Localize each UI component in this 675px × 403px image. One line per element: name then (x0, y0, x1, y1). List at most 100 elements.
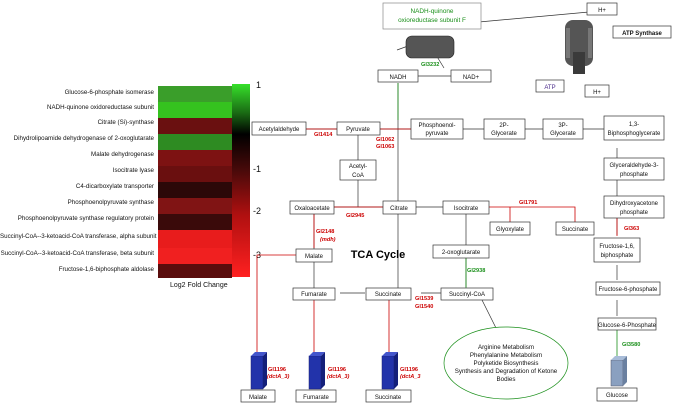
tca-cycle-title: TCA Cycle (351, 249, 406, 261)
gene-label: GI363 (624, 226, 639, 232)
node-fructose-1-6-biphosphate: Fructose-1,6, (599, 244, 635, 250)
metabolism-line: Arginine Metabolism (478, 344, 534, 351)
gene-label: (mdh) (320, 237, 336, 243)
heatmap-row-label: Dihydrolipoamide dehydrogenase of 2-oxog… (13, 135, 154, 142)
gene-label: GI1414 (314, 132, 333, 138)
node-biphosphoglycerate: 1,3- (629, 122, 639, 128)
node-2-oxoglutarate: 2-oxoglutarate (442, 250, 481, 256)
gene-label: GI3580 (622, 342, 640, 348)
node-isocitrate: Isocitrate (454, 206, 479, 212)
metabolism-ellipse (443, 326, 569, 400)
heatmap-row-label: Malate dehydrogenase (91, 151, 154, 158)
node-succinate-bottom: Succinate (375, 395, 402, 401)
heatmap-cell (158, 198, 232, 214)
gene-label: (dctA_3 (400, 374, 421, 380)
node-pyruvate: Pyruvate (346, 127, 370, 133)
heatmap-cell (158, 118, 232, 134)
scale-tick-label: -1 (253, 164, 262, 174)
gene-label: GI3232 (421, 62, 439, 68)
node-glucose: Glucose (606, 393, 629, 399)
heatmap-row-label: Fructose-1,6-biphosphate aldolase (58, 266, 154, 273)
node-dihydroxyacetone-phosphate: phosphate (620, 210, 649, 216)
heatmap-cell (158, 214, 232, 230)
heatmap-row-label: Isocitrate lyase (112, 167, 154, 174)
node-acetyl-coa: Acetyl- (349, 164, 367, 170)
node-phosphoenolpyruvate: Phosphoenol- (418, 123, 455, 129)
node-3p-glycerate: Glycerate (550, 131, 576, 137)
node-biphosphoglycerate: Biphosphoglycerate (608, 131, 661, 137)
heatmap-row-label: Citrate (Si)-synthase (97, 119, 154, 126)
heatmap-cell (158, 150, 232, 166)
node-acetyl-coa: CoA (352, 173, 364, 179)
scale-tick-label: -2 (253, 206, 262, 216)
heatmap-cell (158, 102, 232, 118)
gene-label: (dctA_3) (267, 374, 290, 380)
node-nad-plus: NAD+ (463, 75, 480, 81)
node-h-plus-top: H+ (598, 8, 606, 14)
heatmap-row-label: NADH-quinone oxidoreductase subunit (47, 104, 154, 111)
node-dihydroxyacetone-phosphate: Dihydroxyacetone (610, 201, 659, 207)
node-malate: Malate (305, 254, 324, 260)
gene-label: GI1063 (376, 144, 394, 150)
node-oxaloacetate: Oxaloacetate (294, 206, 330, 212)
color-scale-bar (232, 84, 250, 277)
heatmap-row-label: Glucose-6-phosphate isomerase (64, 89, 154, 96)
node-succinyl-coa: Succinyl-CoA (449, 292, 485, 298)
node-fructose-6-phosphate: Fructose-6-phosphate (599, 287, 658, 293)
node-succinate: Succinate (375, 292, 402, 298)
node-glucose-6-phosphate: Glucose-6-Phosphate (598, 323, 657, 329)
nadh-subunit-label: oxioreductase subunit F (398, 17, 466, 24)
gene-label: GI1540 (415, 304, 433, 310)
node-fumarate: Fumarate (301, 292, 327, 298)
dcta-transporters (250, 352, 627, 390)
scale-tick-label: 1 (256, 80, 262, 90)
gene-label: GI2945 (346, 213, 364, 219)
node-glyoxylate: Glyoxylate (496, 227, 525, 233)
gene-label: GI1539 (415, 296, 433, 302)
heatmap-cell (158, 86, 232, 102)
nadh-subunit-label: NADH-quinone (411, 8, 454, 15)
heatmap-row-label: Succinyl-CoA--3-ketoacid-CoA transferase… (0, 233, 157, 240)
metabolism-line: Polyketide Biosynthesis (473, 360, 538, 367)
heatmap-row-label: C4-dicarboxylate transporter (75, 183, 154, 190)
node-fructose-1-6-biphosphate: biphosphate (601, 253, 634, 259)
heatmap-row-label: Succinyl-CoA--3-ketoacid-CoA transferase… (0, 250, 154, 257)
heatmap-cell (158, 166, 232, 182)
gene-label: GI1196 (400, 367, 418, 373)
nadh-subunit-box (382, 2, 482, 30)
regulated-edges-green (397, 83, 618, 360)
gene-label: (dctA_3) (327, 374, 350, 380)
heatmap-cell (158, 134, 232, 150)
heatmap-cell (158, 230, 232, 248)
node-succinate-right: Succinate (562, 227, 589, 233)
node-glyceraldehyde-3-phosphate: Glyceraldehyde-3- (609, 163, 658, 169)
node-3p-glycerate: 3P- (558, 123, 567, 129)
node-atp-synthase: ATP Synthase (622, 31, 662, 37)
heatmap-cell (158, 182, 232, 198)
node-atp: ATP (544, 85, 555, 91)
gene-label: GI1196 (328, 367, 346, 373)
node-malate-bottom: Malate (249, 395, 268, 401)
metabolism-line: Bodies (497, 376, 516, 383)
gene-label: GI1791 (519, 200, 537, 206)
node-h-plus-bottom: H+ (593, 90, 601, 96)
node-nadh: NADH (389, 75, 406, 81)
pathway-nodes (240, 2, 672, 403)
heatmap-row-label: Phosphoenolpyruvate synthase (67, 199, 154, 206)
node-2p-glycerate: Glycerate (491, 131, 517, 137)
metabolism-line: Synthesis and Degradation of Ketone (455, 368, 558, 375)
node-citrate: Citrate (390, 206, 408, 212)
heatmap-cell (158, 264, 232, 278)
gene-label: GI1196 (268, 367, 286, 373)
metabolism-line: Phenylalanine Metabolism (470, 352, 542, 359)
gene-label: GI2938 (467, 268, 485, 274)
gene-label: GI1062 (376, 137, 394, 143)
node-acetylaldehyde: Acetylaldehyde (259, 127, 300, 133)
heatmap-row-label: Phosphoenolpyruvate synthase regulatory … (17, 215, 154, 222)
node-fumarate-bottom: Fumarate (303, 395, 329, 401)
node-2p-glycerate: 2P- (499, 123, 508, 129)
heatmap-cell (158, 248, 232, 264)
regulated-edges-red (256, 128, 618, 360)
